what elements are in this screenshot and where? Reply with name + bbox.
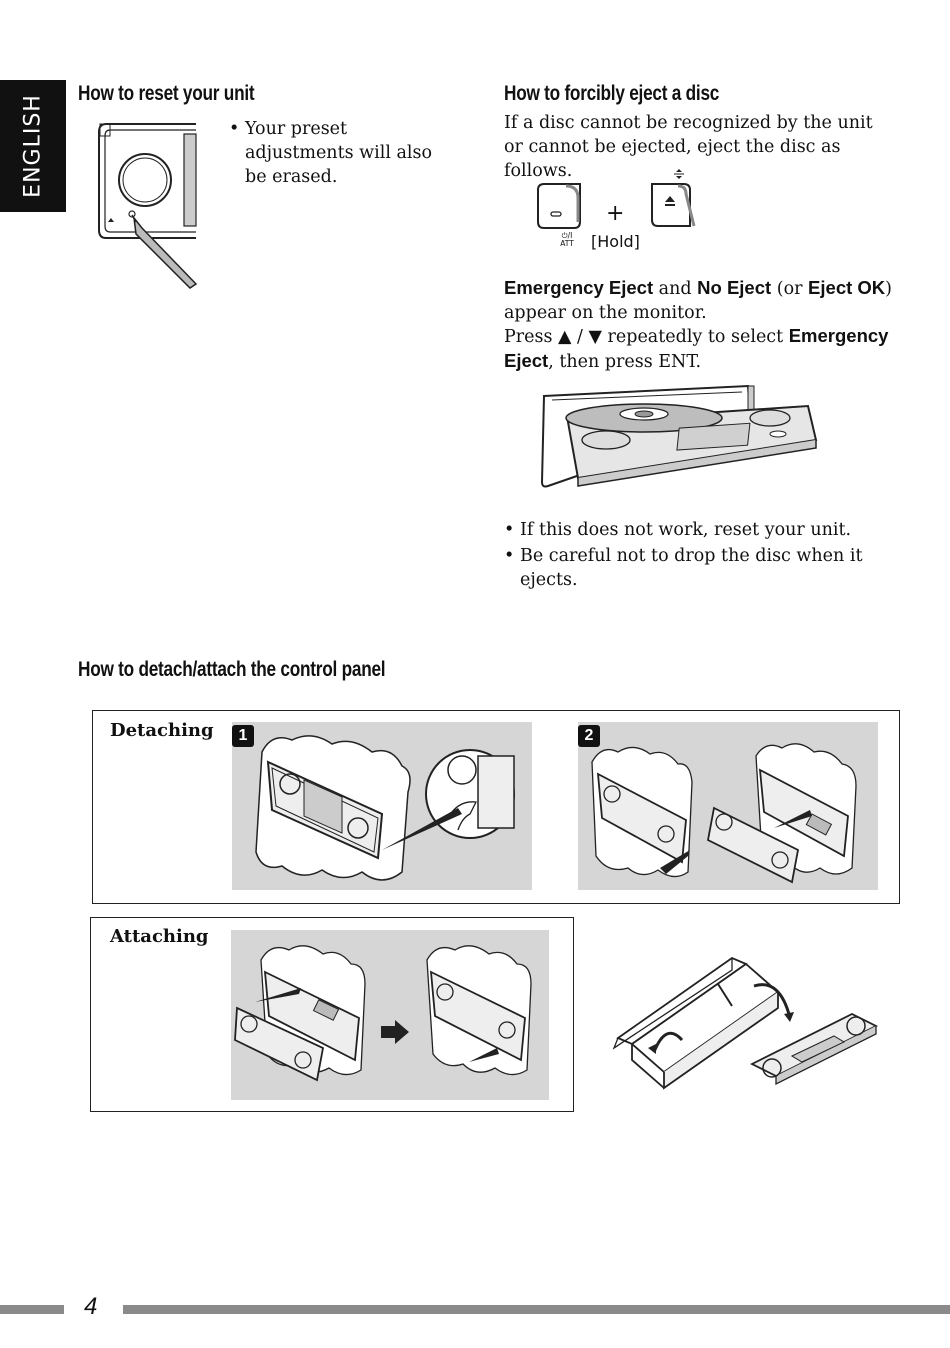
eject-bullets: If this does not work, reset your unit. …: [504, 518, 904, 594]
eject-intro: If a disc cannot be recognized by the un…: [504, 113, 873, 181]
detaching-label: Detaching: [110, 720, 214, 741]
eject-heading: How to forcibly eject a disc: [504, 82, 720, 105]
eject-bullet: Be careful not to drop the disc when it …: [504, 544, 904, 592]
language-tab: ENGLISH: [0, 80, 66, 212]
emergency-eject-term: Emergency Eject: [504, 277, 654, 298]
reset-bullets: Your preset adjustments will also be era…: [229, 117, 459, 191]
attach-illustration: [234, 945, 532, 1082]
reset-illustration: [98, 123, 198, 289]
footer-bar-right: [123, 1305, 950, 1314]
panel-heading: How to detach/attach the control panel: [78, 658, 386, 681]
eject-key-icon: [651, 169, 696, 227]
eject-ok-term: Eject OK: [808, 277, 886, 298]
disc-eject-illustration: [540, 384, 818, 488]
text-segment: ) appear on the monitor.: [504, 279, 892, 323]
plus-sign: +: [606, 201, 625, 226]
detach-step1-illustration: [255, 735, 515, 881]
text-segment: and: [653, 279, 698, 299]
case-storage-illustration: [612, 956, 879, 1090]
attaching-label: Attaching: [110, 926, 209, 947]
detaching-frame: [92, 710, 900, 904]
eject-message-paragraph: Emergency Eject and No Eject (or Eject O…: [504, 276, 894, 325]
emergency-eject-term: Emergency Eject: [504, 325, 889, 371]
language-tab-label: ENGLISH: [20, 94, 46, 198]
power-att-label: ⏻/I ATT: [560, 231, 574, 248]
eject-bullet: If this does not work, reset your unit.: [504, 518, 904, 542]
detach-step2-illustration: [591, 743, 857, 884]
page-number: 4: [84, 1293, 98, 1320]
text-segment: , then press ENT.: [548, 352, 702, 372]
no-eject-term: No Eject: [697, 277, 772, 298]
step-1-badge: 1: [232, 725, 254, 747]
reset-heading: How to reset your unit: [78, 82, 255, 105]
attaching-frame: [90, 917, 574, 1112]
text-segment: (or: [771, 279, 809, 299]
hold-label: [Hold]: [591, 232, 640, 251]
eject-select-paragraph: Press ▲ / ▼ repeatedly to select Emergen…: [504, 324, 894, 374]
footer-bar-left: [0, 1305, 64, 1314]
step-2-badge: 2: [578, 725, 600, 747]
text-segment: Press ▲ / ▼ repeatedly to select: [504, 327, 789, 347]
reset-bullet: Your preset adjustments will also be era…: [229, 117, 459, 189]
power-att-key-icon: [537, 183, 581, 229]
